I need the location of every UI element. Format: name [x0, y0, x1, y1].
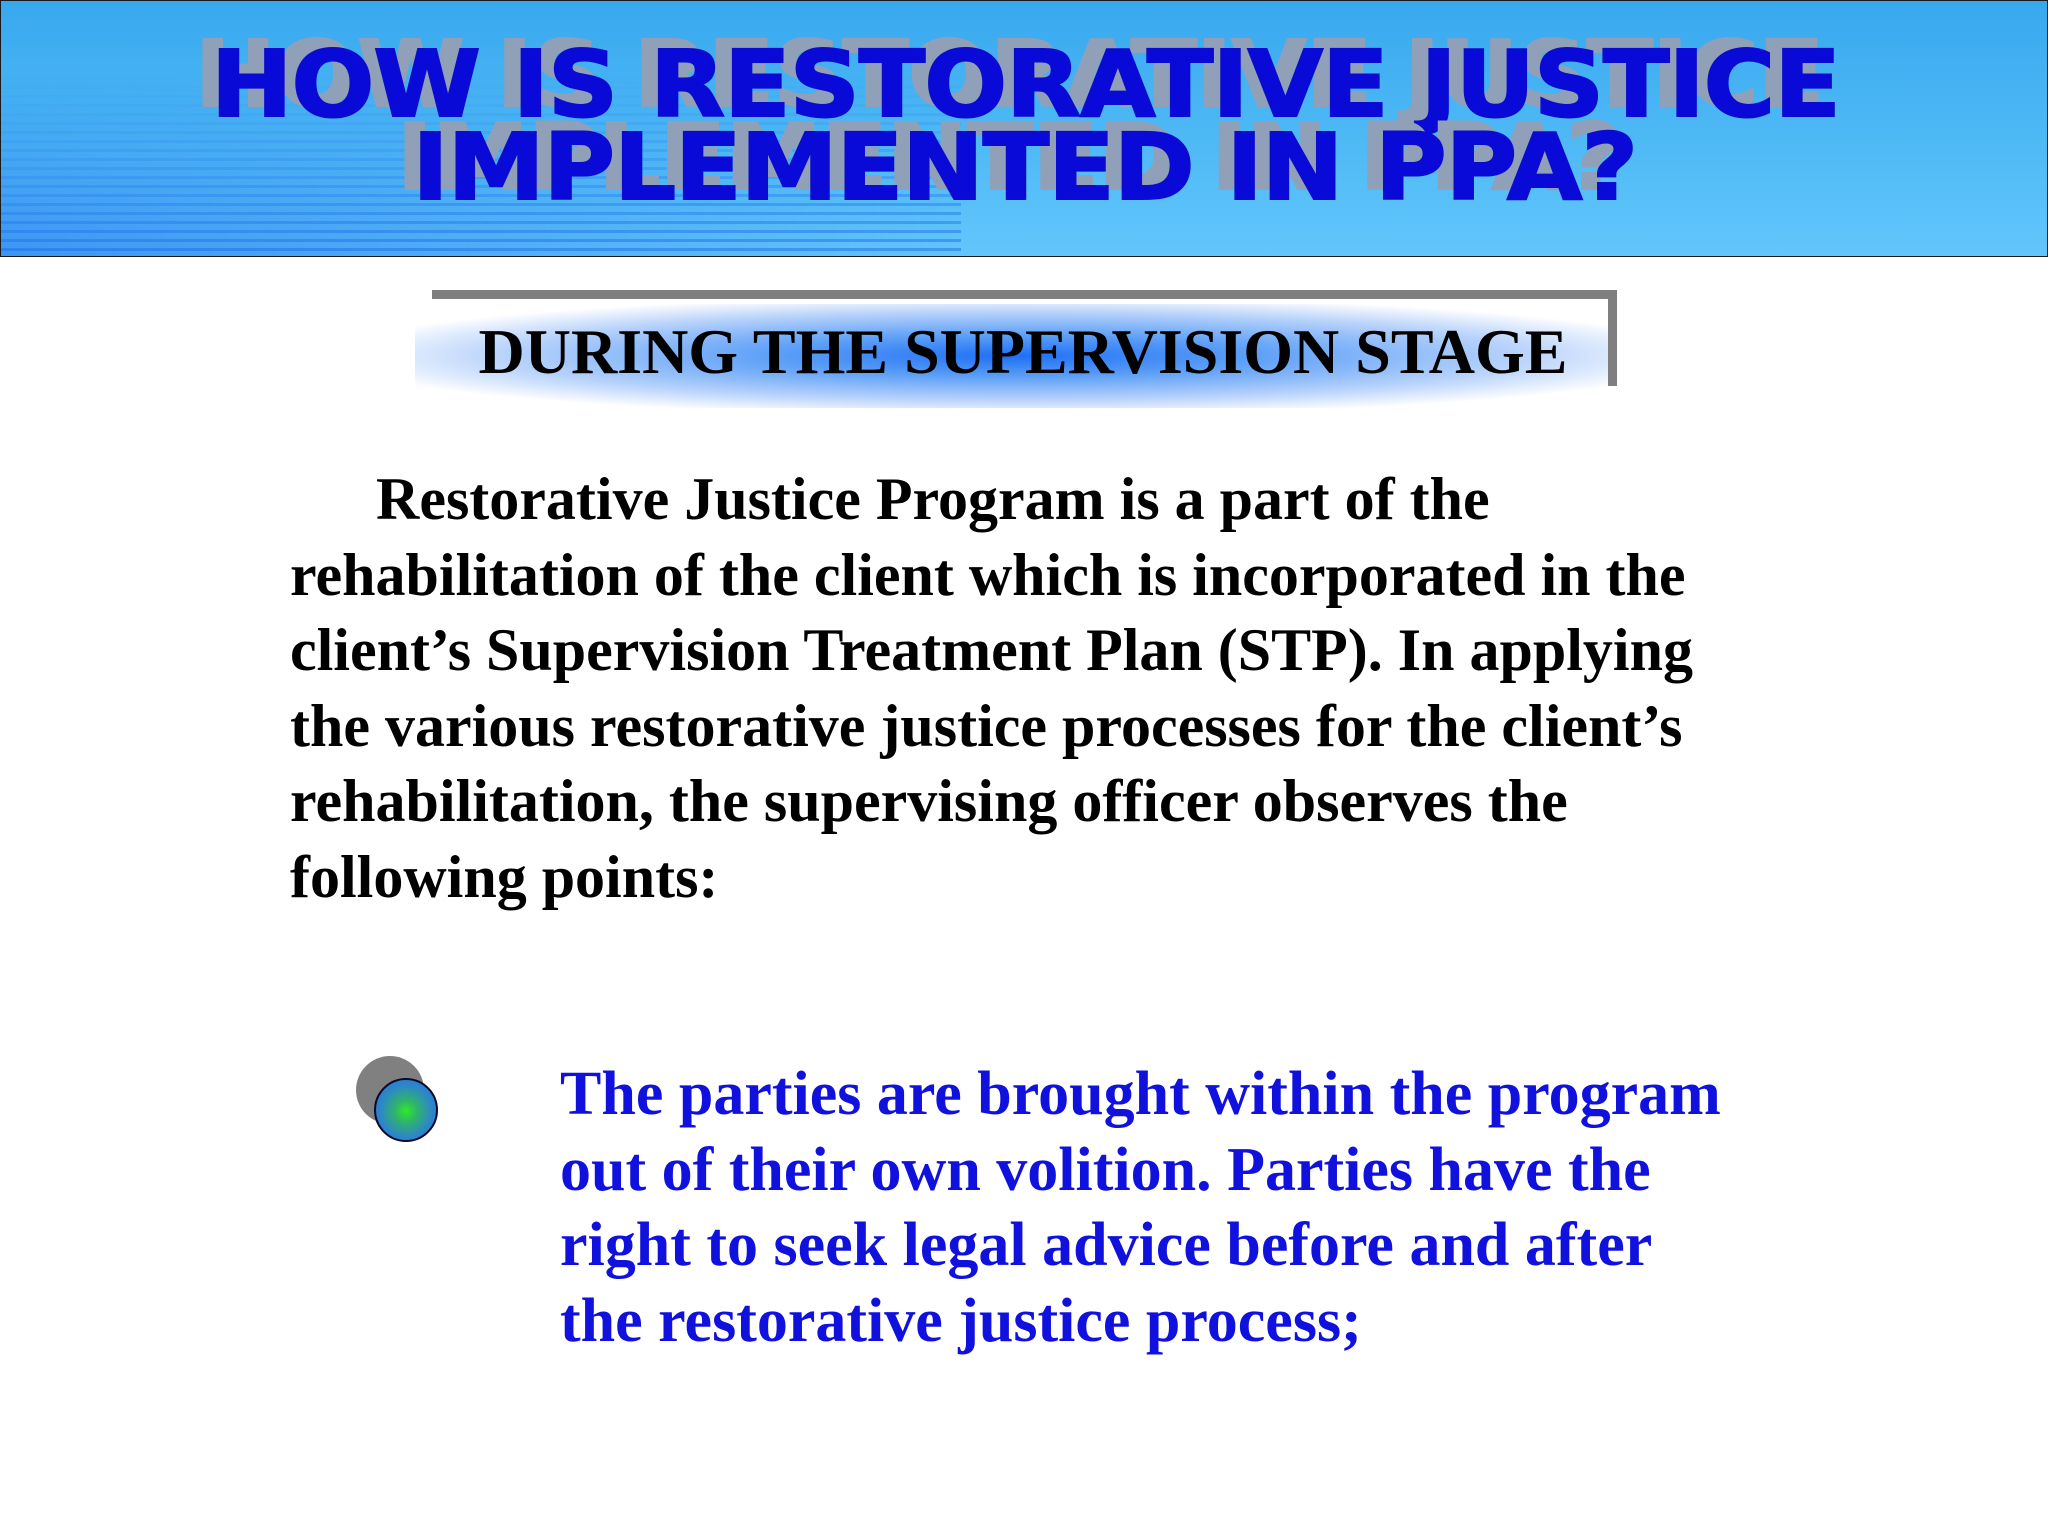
paragraph-line: the various restorative justice processe…: [290, 692, 1683, 759]
point-line: right to seek legal advice before and af…: [560, 1211, 1653, 1279]
heading-frame: [432, 290, 1617, 386]
title-shadow-1: HOW IS RESTORATIVE JUSTICE: [194, 21, 1826, 128]
title-text-2: IMPLEMENTED IN PPA?: [412, 114, 1640, 221]
bullet-orb: [374, 1078, 438, 1142]
title-text-1: HOW IS RESTORATIVE JUSTICE: [210, 31, 1842, 138]
title-banner: HOW IS RESTORATIVE JUSTICE HOW IS RESTOR…: [0, 0, 2048, 257]
point-line: out of their own volition. Parties have …: [560, 1135, 1651, 1204]
paragraph-line: client’s Supervision Treatment Plan (STP…: [290, 617, 1693, 683]
slide-title-line-2: IMPLEMENTED IN PPA? IMPLEMENTED IN PPA?: [1, 111, 2047, 221]
paragraph-line: following points:: [290, 843, 719, 910]
intro-paragraph: Restorative Justice Program is a part of…: [290, 462, 1910, 915]
section-heading: DURING THE SUPERVISION STAGE: [478, 316, 1568, 387]
point-line: the restorative justice process;: [560, 1286, 1362, 1355]
slide-title-line-1: HOW IS RESTORATIVE JUSTICE HOW IS RESTOR…: [1, 28, 2047, 138]
circle-bullet-icon: [356, 1056, 448, 1148]
point-line: The parties are brought within the progr…: [560, 1060, 1721, 1128]
title-shadow-2: IMPLEMENTED IN PPA?: [396, 104, 1624, 211]
heading-glow: [415, 304, 1611, 408]
banner-stripes-decoration: [1, 71, 961, 256]
paragraph-line: rehabilitation of the client which is in…: [290, 541, 1686, 608]
section-heading-box: DURING THE SUPERVISION STAGE: [415, 290, 1617, 408]
paragraph-line: Restorative Justice Program is a part of…: [376, 466, 1490, 532]
bullet-point-text: The parties are brought within the progr…: [560, 1057, 1960, 1359]
paragraph-line: rehabilitation, the supervising officer …: [290, 768, 1568, 834]
